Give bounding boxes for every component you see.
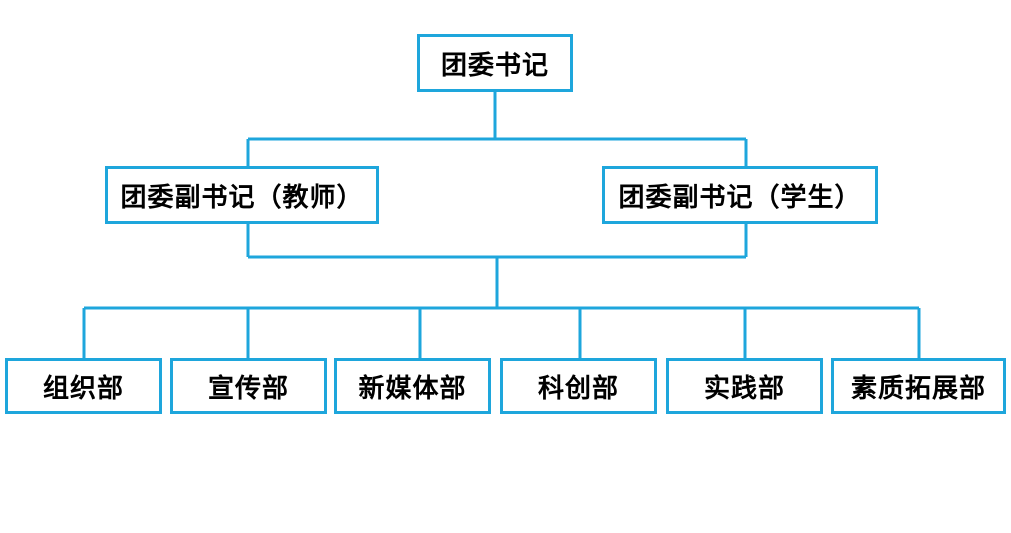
node-label: 团委副书记（教师） — [120, 182, 364, 213]
node-party-secretary: 团委书记 — [417, 34, 573, 92]
node-label: 素质拓展部 — [850, 373, 986, 404]
node-label: 组织部 — [42, 373, 124, 404]
node-deputy-secretary-teacher: 团委副书记（教师） — [105, 166, 379, 224]
node-label: 宣传部 — [207, 373, 289, 404]
node-label: 新媒体部 — [358, 373, 467, 404]
node-department: 组织部 — [5, 358, 162, 414]
node-label: 实践部 — [703, 373, 785, 404]
node-department: 科创部 — [500, 358, 657, 414]
node-label: 团委副书记（学生） — [618, 182, 862, 213]
node-department: 实践部 — [666, 358, 823, 414]
node-label: 团委书记 — [440, 50, 549, 81]
node-department: 宣传部 — [170, 358, 327, 414]
node-deputy-secretary-student: 团委副书记（学生） — [602, 166, 878, 224]
node-department: 素质拓展部 — [831, 358, 1006, 414]
node-department: 新媒体部 — [334, 358, 491, 414]
node-label: 科创部 — [537, 373, 619, 404]
